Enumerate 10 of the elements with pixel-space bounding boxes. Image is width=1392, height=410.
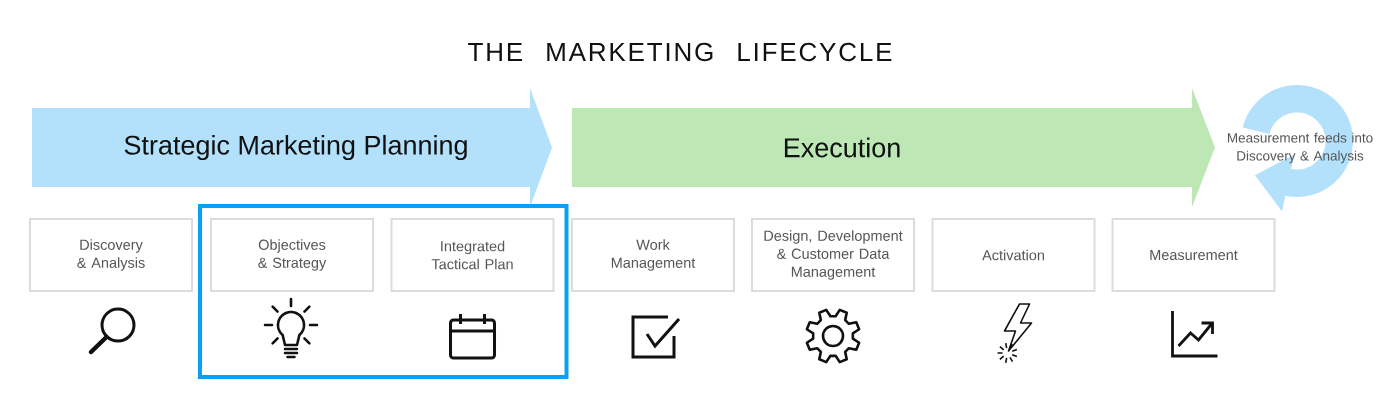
step-box: Design, Development & Customer Data Management xyxy=(751,218,915,292)
step-box: Discovery & Analysis xyxy=(29,218,193,292)
step-box: Work Management xyxy=(571,218,735,292)
step-box: Measurement xyxy=(1111,218,1276,292)
highlight-frame xyxy=(198,204,569,379)
title: THE MARKETING LIFECYCLE xyxy=(468,42,892,62)
step-box: Objectives & Strategy xyxy=(210,218,374,292)
step-box: Integrated Tactical Plan xyxy=(390,218,555,292)
note-text: Measurement feeds into Discovery & Analysis xyxy=(1227,132,1373,164)
step-box: Activation xyxy=(931,218,1096,292)
